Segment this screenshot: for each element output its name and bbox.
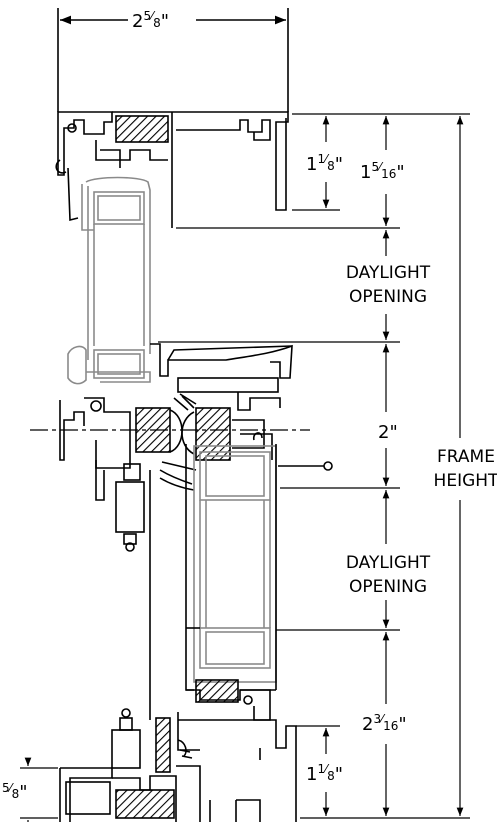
head-frame <box>55 111 289 228</box>
lower-sash <box>193 445 277 683</box>
daylight-lower-label-2: OPENING <box>349 577 427 597</box>
upper-sash <box>67 176 151 385</box>
top-width-dimension <box>57 8 289 112</box>
top-width-label: 25⁄8" <box>132 9 169 32</box>
daylight-upper-label-2: OPENING <box>349 287 427 307</box>
meeting-rail-label: 2" <box>378 422 398 443</box>
sill-side-dim <box>20 757 58 822</box>
sill-frame <box>59 700 297 822</box>
meeting-rail <box>30 343 333 700</box>
lock-hardware <box>115 461 197 552</box>
sill-inner-label: 11⁄8" <box>306 762 343 785</box>
daylight-upper-label-1: DAYLIGHT <box>346 263 431 283</box>
head-outer-label: 15⁄16" <box>360 160 405 183</box>
frame-height-label-1: FRAME <box>437 447 495 467</box>
extension-lines <box>158 113 470 819</box>
lower-sash-frame <box>185 444 277 721</box>
sill-side-label: 5⁄8" <box>2 781 28 803</box>
daylight-lower-label-1: DAYLIGHT <box>346 553 431 573</box>
sill-upper-label: 23⁄16" <box>362 712 407 735</box>
frame-height-label-2: HEIGHT <box>434 471 497 491</box>
head-inner-label: 11⁄8" <box>306 152 343 175</box>
